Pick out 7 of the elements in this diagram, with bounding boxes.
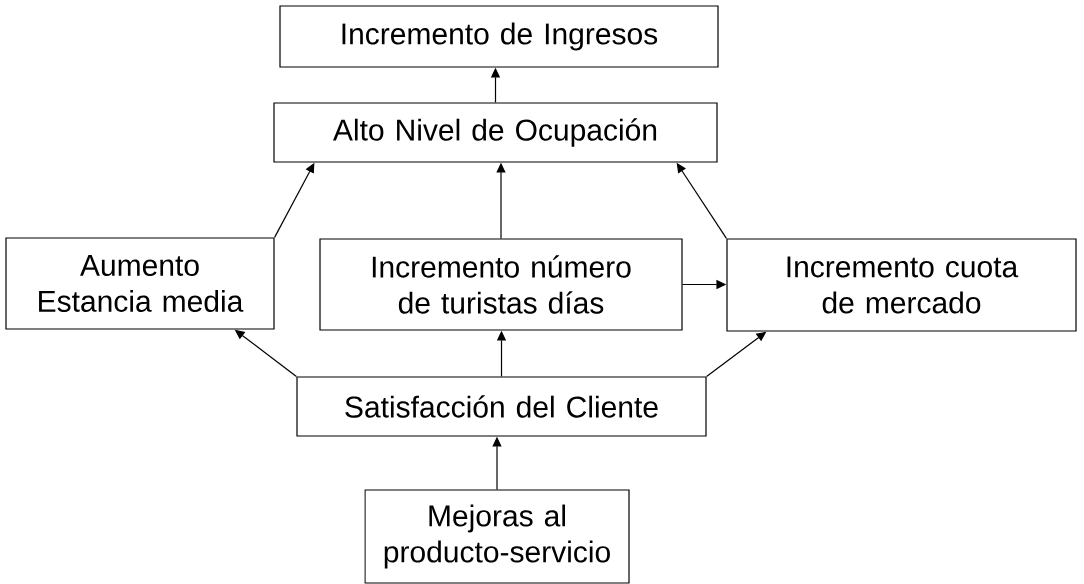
process-box: Satisfacción del Cliente (296, 376, 707, 437)
process-box: Mejoras al producto-servicio (364, 489, 630, 584)
process-box: Incremento cuota de mercado (726, 238, 1077, 332)
process-box: Alto Nivel de Ocupación (273, 102, 718, 163)
process-box: Incremento número de turistas días (319, 238, 683, 331)
process-box: Aumento Estancia media (5, 237, 275, 330)
process-box: Incremento de Ingresos (279, 5, 719, 68)
